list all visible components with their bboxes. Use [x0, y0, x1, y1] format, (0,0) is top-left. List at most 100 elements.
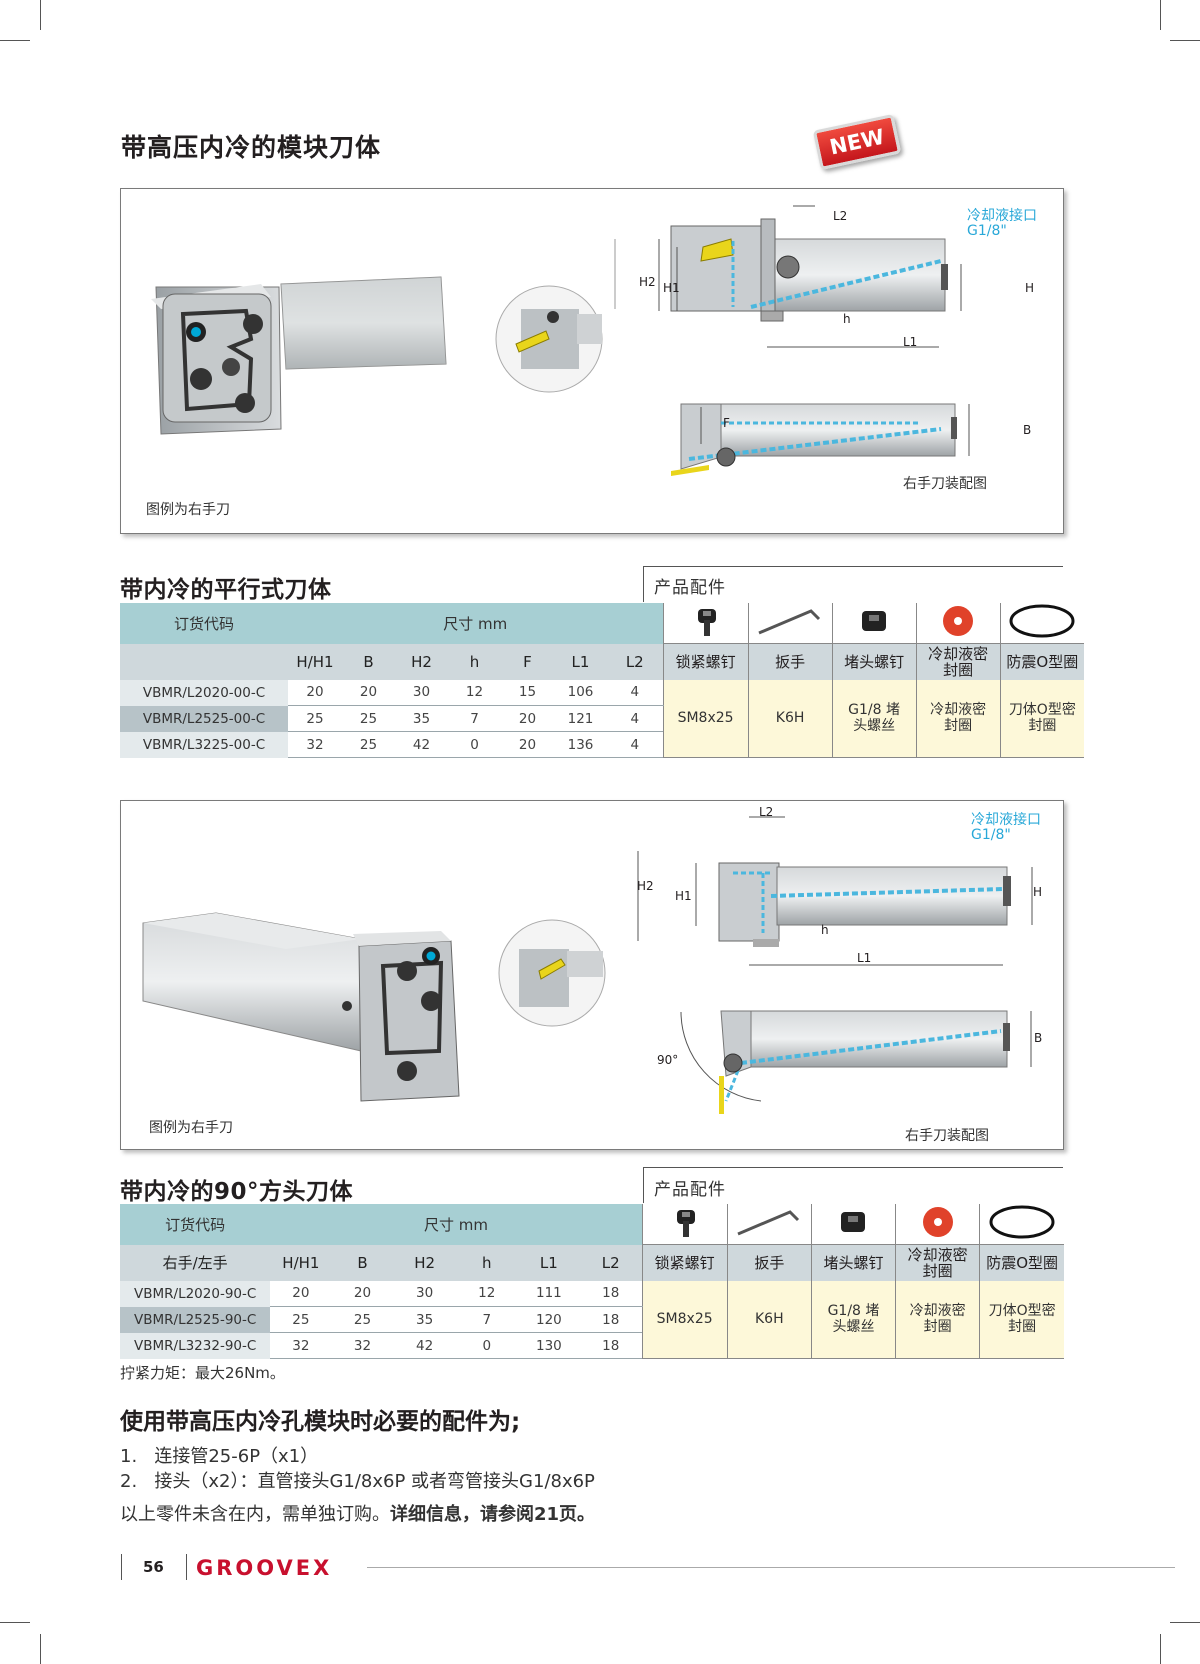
dim-value: 121: [554, 705, 607, 732]
dim-value: 20: [342, 679, 395, 706]
dim-label-B: B: [1023, 423, 1032, 437]
dim-value: 18: [579, 1306, 643, 1333]
dim-label-L2: L2: [833, 209, 848, 223]
dim-label-h: h: [821, 923, 829, 937]
o-ring-icon: [1009, 604, 1075, 638]
dim-label-h: h: [843, 312, 851, 326]
order-code-header: 订货代码: [120, 603, 288, 644]
column-header: B: [342, 643, 395, 680]
order-code: VBMR/L2525-00-C: [120, 705, 288, 732]
crop-mark: [1160, 0, 1161, 30]
crop-mark: [1170, 1622, 1200, 1623]
dim-value: 25: [342, 731, 395, 758]
dim-value: 20: [501, 731, 554, 758]
table-row: VBMR/L3232-90-C 32 32 42 0 130 18: [120, 1332, 1064, 1359]
accessory-value: SM8x25: [662, 679, 749, 758]
dim-value: 32: [331, 1332, 394, 1359]
dim-value: 20: [501, 705, 554, 732]
dim-value: 30: [395, 679, 448, 706]
screw-icon: [676, 1210, 695, 1237]
spec-table-parallel: 订货代码 尺寸 mm H/H1 B H2 h F L1 L2 锁紧螺钉 扳手 堵…: [120, 603, 1085, 758]
dim-label-L1: L1: [903, 335, 918, 349]
dim-value: 42: [395, 731, 448, 758]
dim-value: 15: [501, 679, 554, 706]
accessory-header: 锁紧螺钉: [641, 1244, 728, 1281]
column-header: H2: [395, 643, 448, 680]
order-code: VBMR/L2525-90-C: [120, 1306, 271, 1333]
accessory-icon-cell: [747, 603, 833, 644]
dim-label-H2: H2: [639, 275, 656, 289]
plug-screw-icon: [862, 611, 887, 631]
accessory-header: 扳手: [747, 643, 833, 680]
requirement-item: 2. 接头（x2）：直管接头G1/8x6P 或者弯管接头G1/8x6P: [120, 1471, 595, 1492]
column-header: L2: [579, 1244, 643, 1281]
wrench-icon: [737, 1210, 800, 1236]
accessory-header: 防震O型圈: [979, 1244, 1064, 1281]
dim-value: 25: [342, 705, 395, 732]
dim-value: 4: [607, 705, 664, 732]
coolant-port-label-line1: 冷却液接口: [967, 208, 1037, 224]
brand-logo: GROOVEX: [196, 1556, 333, 1580]
dim-value: 32: [270, 1332, 332, 1359]
dim-label-B: B: [1034, 1031, 1043, 1045]
torque-note: 拧紧力矩：最大26Nm。: [120, 1364, 285, 1382]
crop-mark: [1170, 40, 1200, 41]
dim-value: 42: [393, 1332, 456, 1359]
figure-parallel-holder: L2 H2 H1 H h L1 F B 冷却液接口 G1/8" 图例为右手刀 右…: [120, 188, 1064, 534]
dim-value: 7: [448, 705, 501, 732]
footer-line: [367, 1567, 1175, 1568]
dim-label-L2: L2: [759, 805, 774, 819]
dim-value: 120: [517, 1306, 580, 1333]
screw-icon: [697, 609, 716, 636]
column-header: L1: [554, 643, 607, 680]
section-title-parallel: 带内冷的平行式刀体: [120, 577, 332, 603]
dim-value: 20: [270, 1280, 332, 1307]
dim-value: 0: [448, 731, 501, 758]
order-code-header: 订货代码: [120, 1204, 271, 1245]
dim-value: 111: [517, 1280, 580, 1307]
table-row: VBMR/L2525-90-C 25 25 35 7 120 18: [120, 1306, 1064, 1333]
column-header: h: [448, 643, 501, 680]
figure-caption-left: 图例为右手刀: [146, 502, 230, 518]
accessory-header: 锁紧螺钉: [662, 643, 749, 680]
accessory-icon-cell: [641, 1204, 728, 1245]
accessory-icon-cell: [895, 1204, 980, 1245]
order-code: VBMR/L3225-00-C: [120, 731, 288, 758]
column-header: H/H1: [270, 1244, 332, 1281]
accessory-header: 冷却液密封圈: [895, 1244, 980, 1281]
order-code: VBMR/L2020-00-C: [120, 679, 288, 706]
table-row: VBMR/L2020-00-C 20 20 30 12 15 106 4 SM8…: [120, 679, 1085, 758]
coolant-port-label: 冷却液接口 G1/8": [967, 209, 1037, 239]
accessory-icon-cell: [831, 603, 917, 644]
accessory-header: 扳手: [726, 1244, 812, 1281]
figure-caption-right: 右手刀装配图: [905, 1128, 989, 1144]
crop-mark: [1160, 1634, 1161, 1664]
requirements-note-plain: 以上零件未含在内，需单独订购。: [120, 1504, 390, 1525]
dim-value: 35: [395, 705, 448, 732]
accessory-value: K6H: [726, 1280, 812, 1359]
dim-value: 12: [455, 1280, 518, 1307]
dim-value: 0: [455, 1332, 518, 1359]
column-header: B: [331, 1244, 394, 1281]
dim-value: 25: [288, 705, 342, 732]
table-row: VBMR/L2525-00-C 25 25 35 7 20 121 4: [120, 705, 1084, 732]
crop-mark: [0, 40, 30, 41]
order-code: VBMR/L2020-90-C: [120, 1280, 271, 1307]
column-header: L2: [607, 643, 664, 680]
page-title: 带高压内冷的模块刀体: [121, 133, 382, 162]
coolant-port-label-line2: G1/8": [971, 827, 1011, 843]
section-title-90: 带内冷的90°方头刀体: [120, 1179, 354, 1205]
dim-value: 130: [517, 1332, 580, 1359]
coolant-port-label: 冷却液接口 G1/8": [971, 813, 1041, 843]
dim-value: 32: [288, 731, 342, 758]
dim-value: 35: [393, 1306, 456, 1333]
o-ring-icon: [989, 1205, 1055, 1239]
requirements-note: 以上零件未含在内，需单独订购。详细信息，请参阅21页。: [120, 1500, 595, 1526]
column-header: F: [501, 643, 554, 680]
dim-label-H: H: [1025, 281, 1035, 295]
accessory-value: SM8x25: [641, 1280, 728, 1359]
tool-holder-illustration: [142, 816, 1033, 1114]
accessory-header: 堵头螺钉: [810, 1244, 896, 1281]
accessory-value: 冷却液密封圈: [895, 1280, 980, 1359]
dims-header: 尺寸 mm: [270, 1204, 643, 1245]
